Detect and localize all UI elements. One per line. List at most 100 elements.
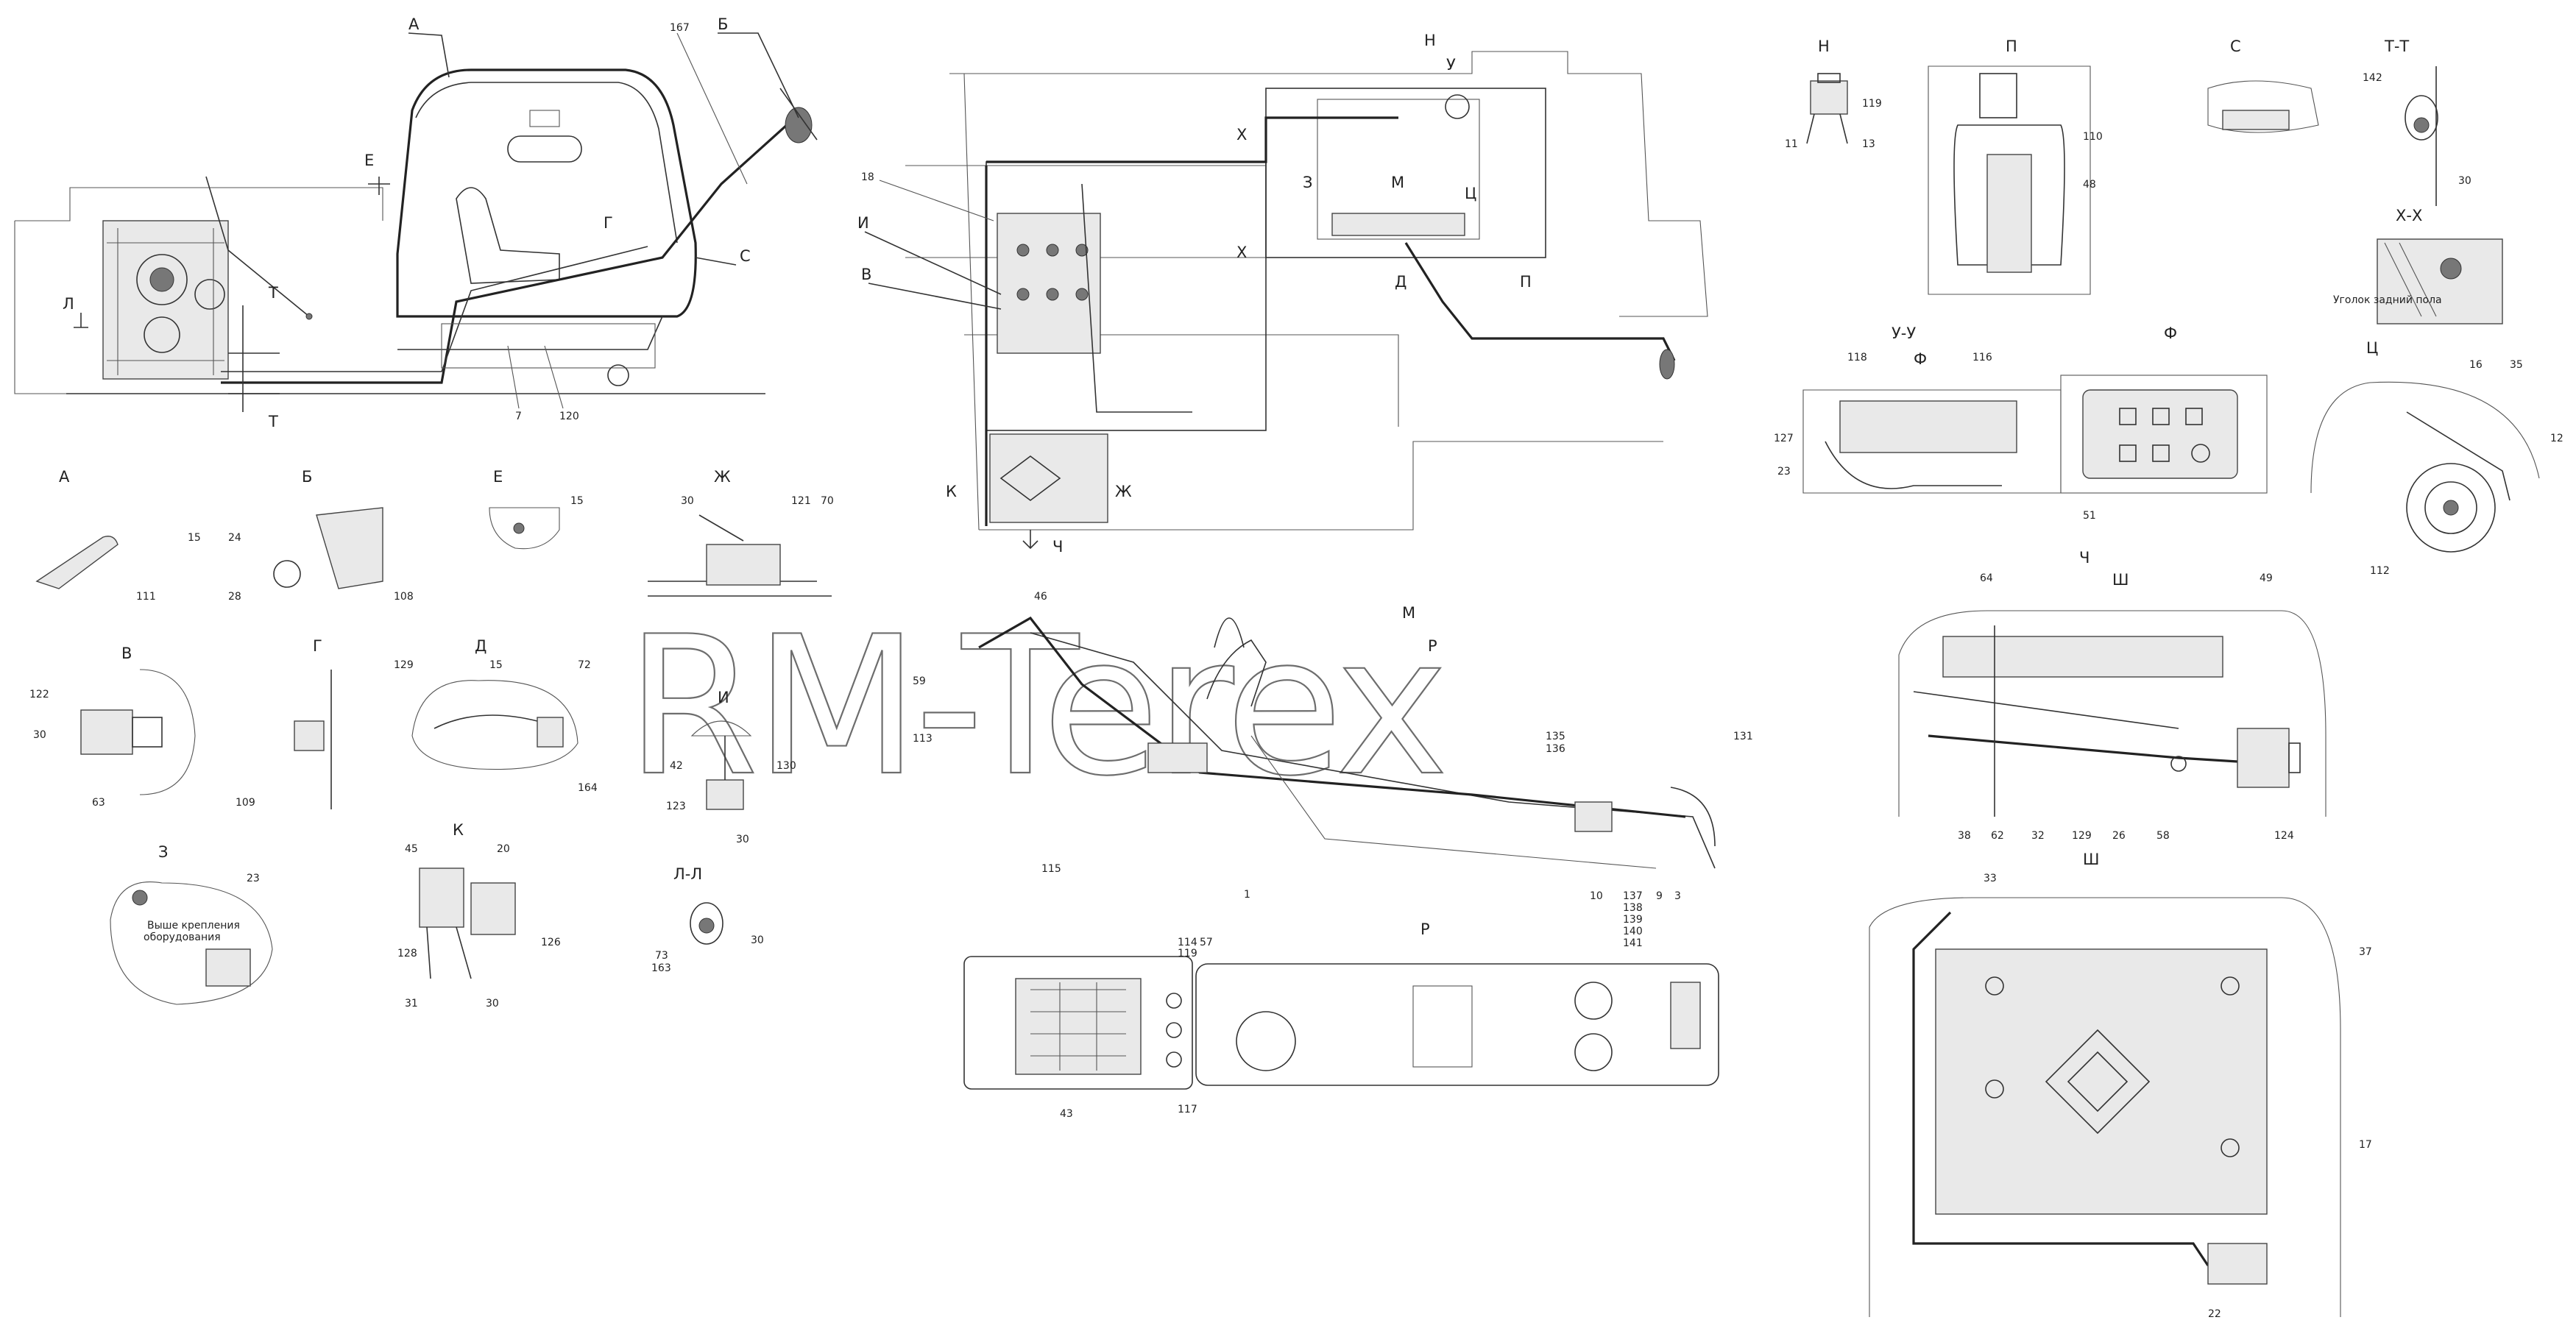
mark-k: К: [946, 483, 957, 500]
callout-118: 118: [1847, 352, 1867, 363]
view-title-x: Х-Х: [2396, 207, 2422, 224]
callout-139: 139: [1623, 914, 1643, 926]
plan-view-frame: Н У Х Х З М Ц Д П И В К Ж Ч 18: [857, 32, 1708, 556]
mark-u: У: [1446, 56, 1456, 74]
side-view-cab: А Б Е Г С Л Т Т 167 7 120: [14, 15, 818, 430]
callout-33: 33: [1984, 873, 1997, 884]
callout-119-r: 119: [1178, 948, 1197, 959]
callout-10: 10: [1590, 890, 1603, 902]
callout-30-zh: 30: [681, 495, 694, 507]
callout-127: 127: [1774, 433, 1794, 444]
callout-38: 38: [1958, 830, 1971, 842]
callout-43: 43: [1060, 1108, 1073, 1120]
callout-16: 16: [2469, 359, 2483, 371]
mark-s: С: [740, 247, 751, 265]
callout-63: 63: [92, 797, 105, 809]
view-k: К 45 20 126 128 31 30: [397, 821, 561, 1010]
callout-128: 128: [397, 948, 417, 959]
callout-110: 110: [2083, 131, 2103, 143]
callout-112: 112: [2370, 565, 2390, 577]
mark-v: В: [861, 266, 871, 283]
callout-121: 121: [791, 495, 811, 507]
fuse-box: [989, 433, 1108, 523]
mark-m: М: [1391, 174, 1404, 191]
callout-51: 51: [2083, 510, 2096, 522]
view-n: Н 119 11 13: [1785, 38, 1882, 150]
callout-48: 48: [2083, 179, 2096, 191]
view-title-n: Н: [1818, 38, 1830, 55]
view-title-k: К: [453, 821, 464, 839]
callout-120: 120: [559, 411, 579, 422]
engine-block: [102, 220, 229, 380]
callout-30-l: 30: [751, 934, 764, 946]
mark-ch: Ч: [1052, 538, 1063, 556]
callout-12: 12: [2550, 433, 2563, 444]
callout-137: 137: [1623, 890, 1643, 902]
callout-62: 62: [1991, 830, 2004, 842]
view-zh: Ж 30 121 70: [648, 468, 834, 597]
control-panel: [997, 213, 1101, 354]
callout-15-e: 15: [570, 495, 584, 507]
callout-72: 72: [578, 659, 591, 671]
callout-142: 142: [2363, 72, 2382, 84]
mark-d: Д: [1395, 273, 1406, 291]
view-title-i: И: [718, 689, 729, 706]
callout-17: 17: [2359, 1139, 2372, 1151]
view-title-u: У-У: [1892, 324, 1916, 342]
mark-x1: Х: [1236, 126, 1247, 143]
callout-138: 138: [1623, 902, 1643, 914]
callout-7: 7: [515, 411, 522, 422]
callout-22: 22: [2208, 1308, 2221, 1320]
view-g: Г 109: [236, 637, 332, 809]
view-ts: Ц 16 35 12 112: [2310, 339, 2563, 577]
callout-26: 26: [2112, 830, 2126, 842]
callout-46: 46: [1034, 591, 1047, 603]
view-s: С: [2207, 38, 2319, 133]
view-e: Е 15: [489, 468, 584, 550]
callout-116: 116: [1972, 352, 1992, 363]
callout-59: 59: [913, 675, 926, 687]
view-title-t: Т-Т: [2384, 38, 2409, 55]
callout-122: 122: [29, 689, 49, 700]
mark-z: З: [1303, 174, 1312, 191]
callout-49: 49: [2260, 572, 2273, 584]
callout-126: 126: [541, 937, 561, 948]
view-title-l: Л-Л: [673, 865, 702, 883]
view-title-z: З: [158, 843, 168, 861]
view-m: М Р 46 59 113 115 1 135 136 131 10 9 3 1…: [913, 591, 1753, 949]
callout-114: 114: [1178, 937, 1197, 948]
mark-g: Г: [604, 214, 613, 232]
callout-23-z: 23: [247, 873, 260, 884]
callout-113: 113: [913, 733, 933, 745]
mark-t2: Т: [268, 413, 278, 430]
callout-131: 131: [1733, 731, 1753, 742]
callout-15-a: 15: [188, 532, 201, 544]
callout-20: 20: [497, 843, 510, 855]
note-floor: Уголок задний пола: [2333, 294, 2442, 306]
floor-plate: [1935, 948, 2268, 1215]
mark-e: Е: [364, 152, 374, 169]
callout-109: 109: [236, 797, 255, 809]
callout-11: 11: [1785, 138, 1798, 150]
view-title-ch: Ч: [2079, 549, 2090, 567]
mark-i: И: [857, 214, 869, 232]
mark-sh: Ш: [2112, 571, 2129, 589]
callout-15-d: 15: [489, 659, 503, 671]
view-title-d: Д: [475, 637, 486, 655]
mark-x2: Х: [1236, 244, 1247, 261]
note-place2: оборудования: [144, 932, 221, 943]
view-r: Р 114 119 57 117 43: [963, 920, 1719, 1120]
callout-130: 130: [776, 760, 796, 772]
callout-167: 167: [670, 22, 690, 34]
callout-163: 163: [651, 962, 671, 974]
view-title-b: Б: [302, 468, 312, 486]
callout-57: 57: [1200, 937, 1213, 948]
note-place: Выше крепления: [147, 920, 240, 932]
view-title-r: Р: [1420, 920, 1430, 938]
callout-70: 70: [821, 495, 834, 507]
callout-37: 37: [2359, 946, 2372, 958]
callout-58: 58: [2156, 830, 2170, 842]
mark-f: Ф: [1914, 350, 1927, 368]
mark-p: П: [1520, 273, 1532, 291]
